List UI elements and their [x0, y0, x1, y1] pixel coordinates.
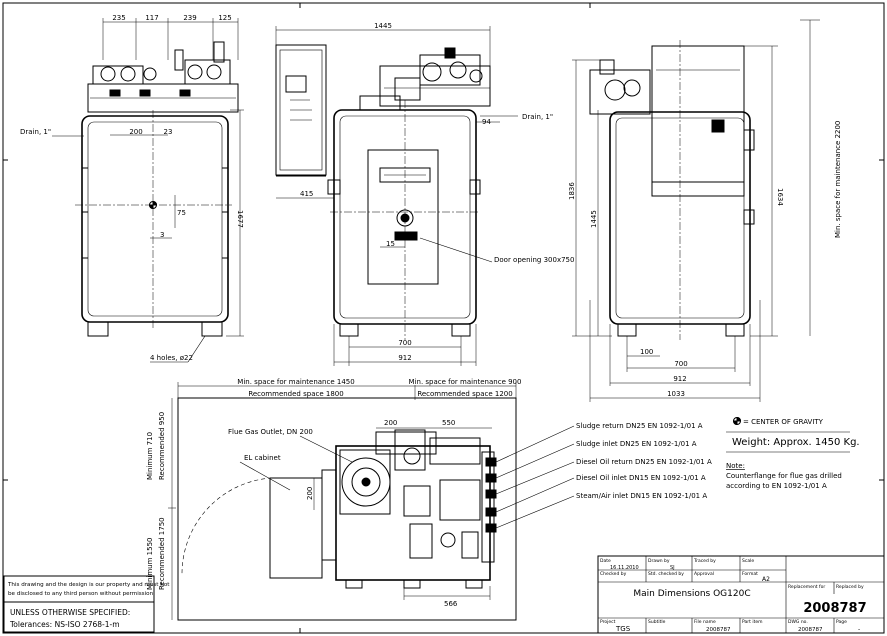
access-door — [367, 149, 439, 285]
dim-700-front: 700 — [398, 339, 411, 347]
disclaimer-line-1: This drawing and the design is our prope… — [7, 582, 170, 588]
dwg-no-label: DWG no. — [788, 619, 808, 625]
drawing-number: 2008787 — [803, 601, 866, 616]
page-value: - — [858, 626, 860, 633]
dim-700-side: 700 — [674, 360, 687, 368]
dim-550: 550 — [442, 419, 455, 427]
date-value: 16.11.2010 — [610, 565, 639, 571]
dim-1634: 1634 — [776, 188, 784, 206]
drawn-by-value: SJ — [670, 565, 675, 571]
approval-label: Approval — [694, 571, 714, 577]
boiler-body-plan — [335, 445, 491, 581]
flue-gas-label: Flue Gas Outlet, DN 200 — [228, 428, 313, 436]
plan-view: Min. space for maintenance 1450 Recommen… — [146, 378, 575, 621]
note-title: Note: — [726, 462, 745, 470]
side-view: 1836 1445 1634 Min. space for maintenanc… — [568, 19, 842, 402]
title-block: Date 16.11.2010 Drawn by SJ Traced by Sc… — [597, 555, 885, 634]
dim-566: 566 — [444, 600, 458, 608]
recommended-1750-label: Recommended 1750 — [158, 517, 166, 590]
file-name-value: 2008787 — [706, 627, 731, 633]
checked-by-label: Checked by — [600, 571, 627, 577]
dwg-no-value: 2008787 — [798, 627, 823, 633]
traced-by-label: Traced by — [693, 558, 716, 564]
tolerance-line-1: UNLESS OTHERWISE SPECIFIED: — [10, 608, 130, 617]
connection-diesel-return: Diesel Oil return DN25 EN 1092-1/01 A — [576, 458, 712, 466]
note-line-2: according to EN 1092-1/01 A — [726, 482, 827, 490]
drain-left-label: Drain, 1" — [20, 128, 51, 136]
recommended-950-label: Recommended 950 — [158, 412, 166, 480]
drain-front-label: Drain, 1" — [522, 113, 553, 121]
holes-label: 4 holes, ø22 — [150, 354, 193, 362]
front-view: 1445 415 — [275, 22, 574, 366]
connections-list: Sludge return DN25 EN 1092-1/01 A Sludge… — [576, 422, 712, 500]
maint-900-label: Min. space for maintenance 900 — [409, 378, 522, 386]
connection-sludge-inlet: Sludge inlet DN25 EN 1092-1/01 A — [576, 440, 697, 448]
recommended-1200-label: Recommended space 1200 — [417, 390, 512, 398]
connection-diesel-inlet: Diesel Oil inlet DN15 EN 1092-1/01 A — [576, 474, 706, 482]
part-item-label: Part item — [742, 619, 762, 625]
dim-3: 3 — [160, 231, 164, 239]
std-checked-label: Std. checked by — [648, 571, 684, 577]
dim-15: 15 — [386, 240, 395, 248]
dim-117: 117 — [145, 14, 158, 22]
el-cabinet-side — [651, 45, 745, 183]
dim-200-left: 200 — [129, 128, 142, 136]
connection-steam-air-inlet: Steam/Air inlet DN15 EN 1092-1/01 A — [576, 492, 707, 500]
dim-1033: 1033 — [667, 390, 685, 398]
dim-200-plan-side: 200 — [306, 487, 314, 500]
project-label: Project — [600, 619, 616, 625]
legend: = CENTER OF GRAVITY Weight: Approx. 1450… — [726, 416, 860, 490]
disclaimer-block: This drawing and the design is our prope… — [3, 575, 170, 633]
dim-415: 415 — [300, 190, 313, 198]
flue-gas-outlet — [341, 457, 391, 507]
dim-1445-side: 1445 — [590, 210, 598, 228]
project-value: TGS — [615, 625, 631, 633]
drawn-by-label: Drawn by — [648, 558, 670, 564]
dim-94: 94 — [482, 118, 491, 126]
note-line-1: Counterflange for flue gas drilled — [726, 472, 842, 480]
door-opening-label: Door opening 300x750 — [494, 256, 574, 264]
subtitle-label: Subtitle — [648, 619, 666, 625]
disclaimer-line-2: be disclosed to any third person without… — [8, 591, 155, 597]
dim-125: 125 — [218, 14, 231, 22]
boiler-housing-left — [81, 115, 229, 323]
replacement-for-label: Replacement for — [788, 584, 825, 590]
connection-sludge-return: Sludge return DN25 EN 1092-1/01 A — [576, 422, 703, 430]
dim-912-side: 912 — [673, 375, 686, 383]
dim-200-plan-top: 200 — [384, 419, 397, 427]
dim-75: 75 — [177, 209, 186, 217]
replaced-by-label: Replaced by — [836, 584, 864, 590]
el-cabinet-label: EL cabinet — [244, 454, 281, 462]
date-label: Date — [600, 558, 611, 564]
minimum-710-label: Minimum 710 — [146, 432, 154, 480]
maint-2200-label: Min. space for maintenance 2200 — [834, 121, 842, 238]
tolerance-line-2: Tolerances: NS-ISO 2768-1-m — [9, 620, 120, 629]
dim-1445-top: 1445 — [374, 22, 392, 30]
page-label: Page — [836, 619, 847, 625]
drawing-title: Main Dimensions OG120C — [633, 589, 750, 599]
dim-235: 235 — [112, 14, 125, 22]
dim-239: 239 — [183, 14, 196, 22]
recommended-1800-label: Recommended space 1800 — [248, 390, 343, 398]
scale-label: Scale — [742, 558, 754, 564]
dim-912-front: 912 — [398, 354, 411, 362]
file-name-label: File name — [694, 619, 716, 625]
dim-23: 23 — [164, 128, 173, 136]
dim-1836-left: 1836 — [568, 182, 576, 200]
weight-label: Weight: Approx. 1450 Kg. — [732, 437, 860, 448]
maint-1450-label: Min. space for maintenance 1450 — [237, 378, 354, 386]
dim-1677: 1677 — [236, 210, 244, 228]
left-end-view: 235 117 239 125 — [20, 14, 244, 363]
cog-label: = CENTER OF GRAVITY — [743, 418, 824, 426]
el-cabinet-front — [275, 44, 327, 176]
format-label: Format — [742, 571, 758, 577]
format-value: A2 — [762, 576, 770, 583]
minimum-1550-label: Minimum 1550 — [146, 538, 154, 590]
dim-100: 100 — [640, 348, 653, 356]
